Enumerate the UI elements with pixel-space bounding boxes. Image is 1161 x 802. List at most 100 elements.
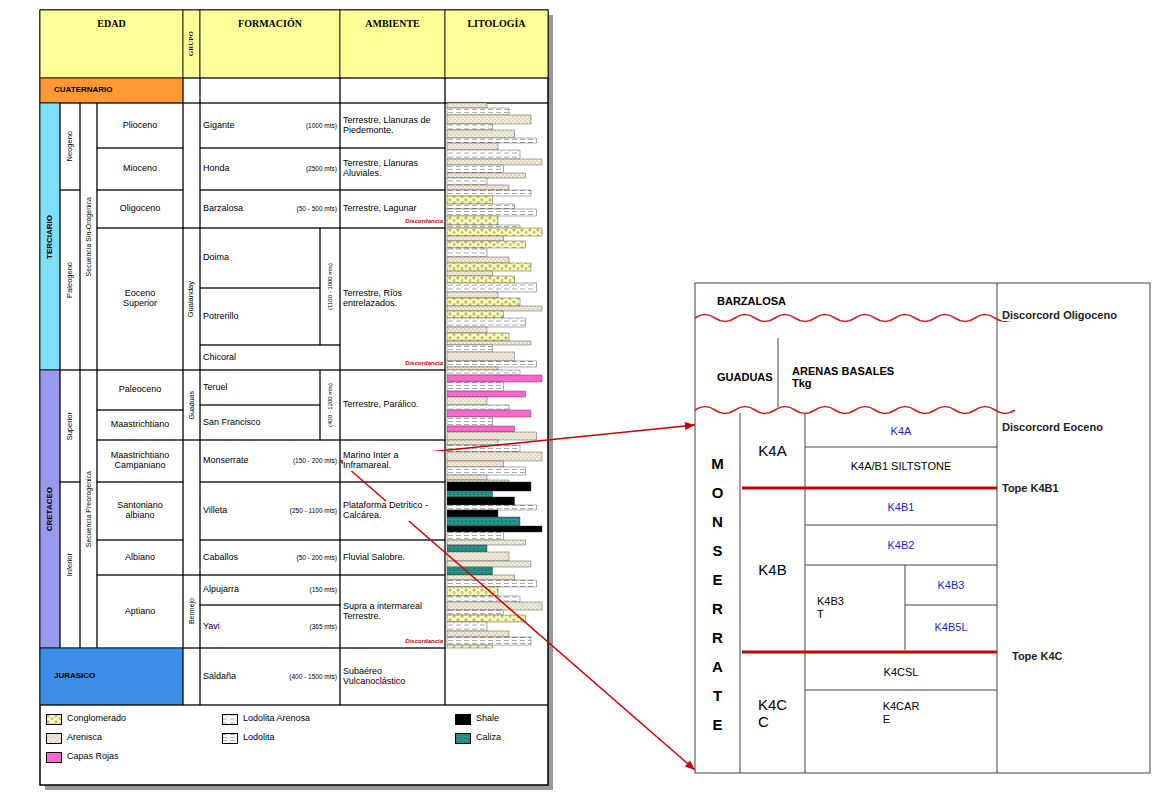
rock-bed — [447, 491, 493, 497]
legend-swatch — [46, 714, 62, 725]
unit-cell: K4B3 T — [805, 565, 905, 650]
table-cell — [200, 288, 320, 345]
epoch-cell: Eoceno Superior — [97, 228, 183, 370]
thickness-text: (50 - 500 mts) — [297, 205, 337, 212]
table-cell — [97, 103, 183, 148]
unit-cell: ARENAS BASALES Tkg — [780, 352, 940, 402]
unit-cell: K4B1 — [805, 490, 997, 525]
header-cell: LITOLOGÍA — [445, 10, 548, 78]
table-cell — [183, 370, 200, 440]
cell-text: Terrestre, Parálico. — [343, 400, 419, 410]
rock-bed — [447, 241, 526, 248]
cell-text: Alpujarra — [203, 585, 239, 595]
epoch-cell: Plioceno — [97, 103, 183, 148]
environment-cell: Subaéreo Vulcanoclástico — [340, 648, 445, 705]
environment-cell: Terrestre, Parálico. — [340, 370, 445, 440]
vertical-cell: Secuencia Sin-Orogenica — [80, 103, 97, 370]
rock-bed — [447, 311, 504, 318]
table-cell — [200, 575, 340, 605]
rock-bed — [447, 298, 520, 306]
rock-bed — [447, 432, 537, 440]
group-cell: Guaduas — [183, 370, 200, 440]
formation-cell: Villeta (250 - 1100 mts) — [200, 482, 340, 540]
header-cell: GRUPO — [183, 10, 200, 78]
cell-text: Paleogeno — [66, 262, 74, 298]
thickness-text: (250 - 1100 mts) — [290, 507, 337, 514]
cell-text: MONSERRATE — [710, 449, 725, 739]
table-cell — [320, 370, 340, 440]
formation-cell: Caballos(50 - 200 mts) — [200, 540, 340, 575]
table-grid — [40, 10, 548, 785]
rock-bed — [447, 138, 537, 143]
cell-text: AMBIENTE — [365, 18, 419, 29]
cell-text: TERCIARIO — [46, 215, 55, 259]
rock-bed — [447, 341, 531, 345]
cell-text: Fluvial Salobre. — [343, 553, 405, 563]
legend-pattern — [47, 734, 62, 744]
cell-text: K4C C — [758, 697, 787, 730]
environment-cell: Plataforma Detrítico - Calcárea. — [340, 482, 445, 540]
rock-bed — [447, 405, 509, 410]
legend-pattern — [223, 715, 238, 725]
environment-cell: Terrestre, Llanuras de Piedemonte. — [340, 103, 445, 148]
rock-bed — [447, 467, 526, 475]
grid-line — [740, 413, 741, 773]
rock-bed — [447, 480, 509, 482]
table-cell — [183, 78, 200, 103]
cell-text: Villeta — [203, 506, 227, 516]
legend-pattern — [456, 734, 471, 744]
table-cell — [200, 540, 340, 575]
cell-text: Aptiano — [125, 607, 156, 617]
rock-bed — [447, 173, 526, 178]
cell-text: Superior — [66, 412, 74, 440]
rock-bed — [447, 115, 531, 124]
cell-text: K4B3 — [938, 579, 965, 591]
table-cell — [200, 405, 320, 440]
table-cell — [183, 648, 200, 705]
table-cell — [97, 370, 183, 410]
rock-bed — [447, 575, 515, 580]
cell-text: BARZALOSA — [717, 295, 786, 307]
cell-text: (400 - 1200 mts) — [327, 383, 334, 427]
cell-text: CUATERNARIO — [54, 86, 113, 95]
grid-line — [905, 605, 997, 606]
arrow-head — [685, 760, 695, 770]
horizon-label: Tope K4B1 — [1002, 482, 1059, 494]
table-cell — [340, 370, 445, 440]
legend-text: Capas Rojas — [67, 752, 119, 762]
table-cell — [97, 540, 183, 575]
cell-text: Terrestre, Lagunar — [343, 204, 417, 214]
rock-bed — [447, 475, 487, 480]
rock-bed — [447, 190, 531, 196]
legend-swatch — [46, 752, 62, 763]
grid-line — [805, 565, 997, 566]
cell-text: GUADUAS — [717, 371, 773, 383]
thickness-text: (1000 mts) — [306, 122, 337, 129]
table-cell — [97, 575, 183, 648]
formation-cell: Chicoral — [200, 345, 340, 370]
cell-text: K4A — [891, 425, 912, 437]
grid-line — [805, 525, 997, 526]
cell-text: K4B2 — [888, 539, 915, 551]
unit-cell: K4B — [740, 490, 805, 650]
cell-text: San Francisco — [203, 418, 261, 428]
table-cell — [445, 103, 548, 705]
rock-bed — [447, 209, 537, 216]
unit-cell: BARZALOSA — [697, 287, 847, 315]
unit-cell: K4CAR E — [805, 690, 997, 735]
thickness-text: (50 - 200 mts) — [297, 554, 337, 561]
table-cell — [200, 370, 320, 405]
cell-text: Monserrate — [203, 456, 249, 466]
rock-bed — [447, 271, 493, 276]
rock-bed — [447, 482, 531, 491]
rock-bed — [447, 382, 504, 391]
rock-bed — [447, 196, 493, 204]
cell-text: Terrestre, Llanuras Aluviales. — [343, 159, 442, 179]
grid-line — [778, 338, 779, 407]
cell-text: Maastrichtiano Campaniano — [111, 451, 170, 471]
unconformity-note: Discordancia — [390, 638, 443, 645]
cell-text: Teruel — [203, 383, 228, 393]
epoch-cell: Santoniano albiano — [97, 482, 183, 540]
table-frame — [40, 10, 548, 785]
cell-text: Saldaña — [203, 672, 236, 682]
